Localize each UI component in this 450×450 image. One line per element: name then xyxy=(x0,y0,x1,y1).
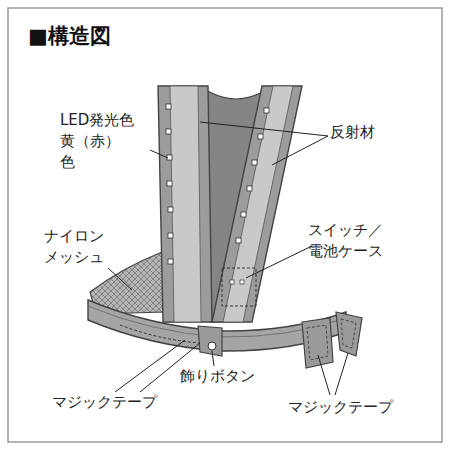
button-label: 飾りボタン xyxy=(180,366,255,387)
reflective-strip xyxy=(170,86,201,322)
reflective-strip xyxy=(223,86,293,322)
frame xyxy=(8,8,442,442)
diagram-title: ■構造図 xyxy=(28,22,111,50)
belt-flap xyxy=(198,326,222,356)
mesh-label: ナイロン メッシュ xyxy=(44,226,104,268)
velcro-area xyxy=(120,325,200,343)
led-color-label: LED発光色 黄（赤）色 xyxy=(60,110,134,173)
velcro-tab xyxy=(336,312,362,356)
switch xyxy=(230,280,244,284)
switch-label: スイッチ／ 電池ケース xyxy=(308,220,383,262)
left-strap xyxy=(158,86,212,322)
reflector-label: 反射材 xyxy=(330,122,375,143)
velcro-label: マジックテープ xyxy=(288,397,393,418)
velcro-label: マジックテープ xyxy=(52,392,157,413)
velcro-tab xyxy=(302,318,333,368)
velcro-area xyxy=(341,319,356,348)
battery-case xyxy=(222,268,256,306)
decorative-button xyxy=(208,342,216,350)
right-strap xyxy=(212,86,302,322)
velcro-area xyxy=(307,325,328,360)
